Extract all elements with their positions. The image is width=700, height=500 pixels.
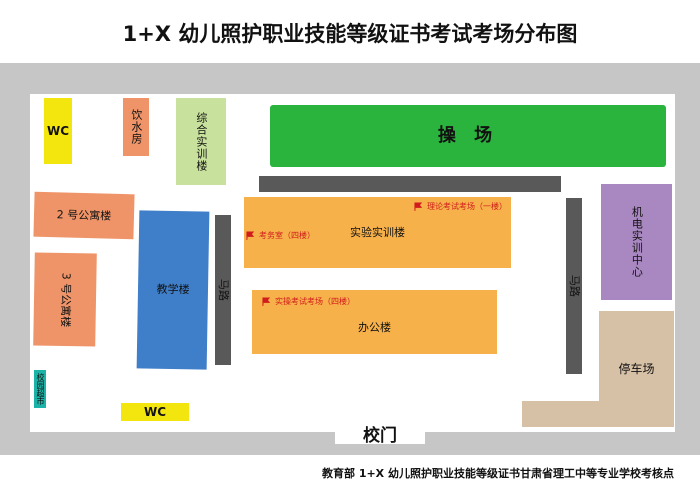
theory-exam-label: 理论考试考场（一楼） — [427, 202, 507, 211]
wc-bottom-label: WC — [143, 404, 167, 419]
exam-office-label: 考务室（四楼） — [259, 231, 315, 240]
lab-building[interactable]: 实验实训楼 — [244, 197, 511, 268]
training-building[interactable]: 综合实训楼 — [176, 98, 226, 185]
dorm-2-label: 2 号公寓楼 — [56, 207, 112, 223]
playground[interactable]: 操 场 — [270, 105, 666, 167]
teaching-building[interactable]: 教学楼 — [136, 210, 210, 370]
practical-exam-label: 实操考试考场（四楼） — [275, 297, 355, 306]
dorm-2[interactable]: 2 号公寓楼 — [33, 191, 135, 240]
training-building-label: 综合实训楼 — [194, 111, 208, 172]
theory-exam-tag[interactable]: 理论考试考场（一楼） — [414, 201, 507, 212]
flag-icon — [246, 231, 255, 240]
road-left-label: 马路 — [216, 279, 230, 301]
water-room[interactable]: 饮水房 — [123, 98, 149, 156]
parking-lot[interactable]: 停车场 — [522, 311, 674, 427]
electromech-center-label: 机电实训中心 — [630, 206, 644, 278]
dorm-3-label: 3 号公寓楼 — [58, 272, 73, 327]
exam-office-tag[interactable]: 考务室（四楼） — [246, 230, 315, 241]
parking-label-box: 停车场 — [599, 351, 674, 387]
lab-building-label: 实验实训楼 — [350, 225, 405, 239]
practical-exam-tag[interactable]: 实操考试考场（四楼） — [262, 296, 355, 307]
footer-caption: 教育部 1+X 幼儿照护职业技能等级证书甘肃省理工中等专业学校考核点 — [321, 467, 674, 480]
school-gate-label: 校门 — [363, 425, 397, 446]
school-gate[interactable]: 校门 — [335, 422, 425, 446]
road-left: 马路 — [215, 215, 231, 365]
flag-icon — [414, 202, 423, 211]
office-building-label: 办公楼 — [358, 321, 391, 335]
wc-top-label: WC — [46, 123, 70, 138]
supermarket[interactable]: 校园超市 — [34, 370, 46, 408]
electromech-center[interactable]: 机电实训中心 — [601, 184, 672, 300]
water-room-label: 饮水房 — [129, 109, 143, 145]
wc-bottom[interactable]: WC — [121, 403, 189, 421]
teaching-building-label: 教学楼 — [156, 282, 190, 297]
parking-strip-bottom — [522, 401, 674, 427]
supermarket-label: 校园超市 — [36, 373, 45, 405]
playground-label: 操 场 — [437, 124, 499, 146]
wc-top[interactable]: WC — [44, 98, 72, 164]
office-building[interactable]: 办公楼 — [252, 290, 497, 354]
parking-label: 停车场 — [618, 361, 655, 376]
flag-icon — [262, 297, 271, 306]
map-title: 1+X 幼儿照护职业技能等级证书考试考场分布图 — [122, 22, 578, 46]
road-right-label: 马路 — [567, 275, 581, 297]
horizontal-road — [259, 176, 561, 192]
road-right: 马路 — [566, 198, 582, 374]
dorm-3[interactable]: 3 号公寓楼 — [33, 252, 97, 347]
